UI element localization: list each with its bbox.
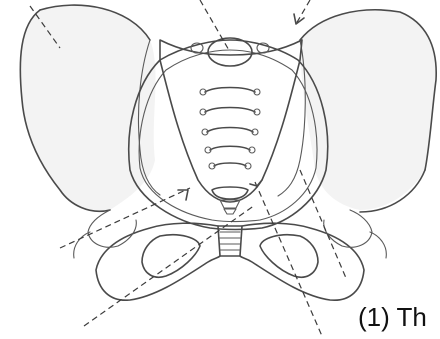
coccyx	[212, 187, 248, 214]
left-iliac-wing	[20, 5, 160, 211]
figure-caption: (1) Th	[358, 304, 427, 330]
pubic-symphysis	[218, 226, 242, 256]
dashed-line-top-right	[296, 0, 310, 24]
arrow-markers	[178, 14, 304, 200]
left-pubic-ramus	[74, 210, 220, 300]
right-pubic-ramus	[240, 210, 386, 300]
dashed-line-center-down	[255, 182, 322, 336]
dashed-line-top-center	[200, 0, 230, 52]
dashed-line-lower-left	[84, 205, 255, 326]
